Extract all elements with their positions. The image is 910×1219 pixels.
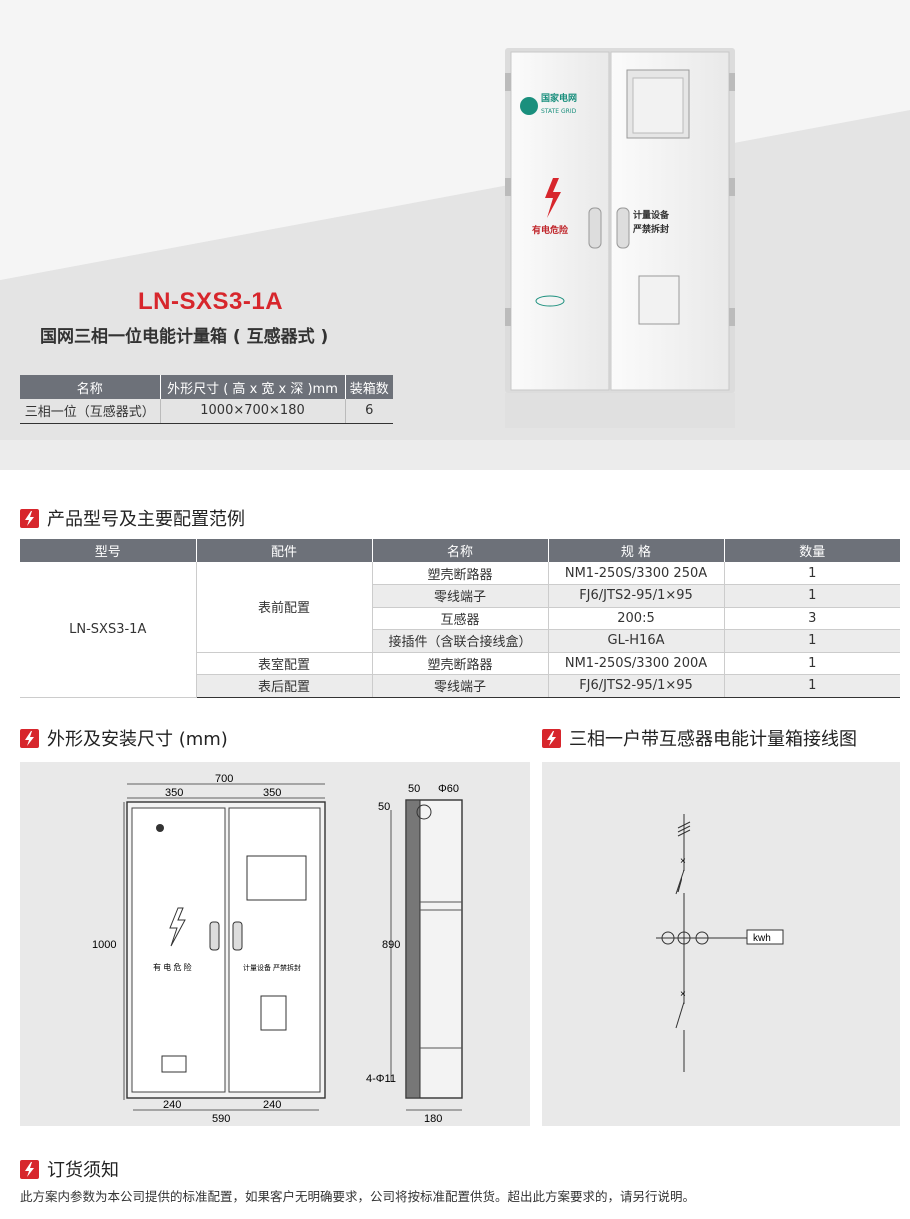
wiring-heading: 三相一户带互感器电能计量箱接线图 (542, 725, 857, 751)
dim-width-total: 700 (215, 773, 233, 785)
dim-width-left: 350 (165, 787, 183, 799)
table-row: 互感器 200:5 3 (20, 607, 900, 630)
cabinet-image: 国家电网 STATE GRID 有电危险 计量设备 严禁拆封 (505, 48, 735, 428)
dim-side-hole: Φ60 (438, 783, 459, 795)
table-row: 接插件（含联合接线盒） GL-H16A 1 (20, 629, 900, 653)
dim-meter-text: 计量设备 严禁拆封 (243, 963, 301, 972)
config-group-meter: 表室配置 (196, 652, 373, 675)
config-heading-text: 产品型号及主要配置范例 (47, 509, 245, 530)
product-subtitle: 国网三相一位电能计量箱 ( 互感器式 ) (40, 327, 329, 347)
config-cell-name: 零线端子 (372, 674, 549, 698)
table-row: 零线端子 FJ6/JTS2-95/1×95 1 (20, 584, 900, 608)
dim-bottom-left: 240 (163, 1099, 181, 1111)
spec-cell-size: 1000×700×180 (160, 399, 346, 424)
dim-side-depth: 180 (424, 1113, 442, 1125)
kwh-label: kwh (753, 933, 771, 944)
config-cell-qty: 1 (724, 629, 900, 653)
wiring-diagram-panel: × kwh × (542, 762, 900, 1126)
bolt-icon (542, 728, 561, 748)
config-cell-spec: NM1-250S/3300 200A (548, 652, 725, 675)
table-row: LN-SXS3-1A 表前配置 塑壳断路器 NM1-250S/3300 250A… (20, 562, 900, 698)
logo-cn: 国家电网 (541, 92, 577, 104)
product-model: LN-SXS3-1A (138, 288, 284, 315)
spec-header-qty: 装箱数 (345, 375, 393, 399)
config-cell-name: 互感器 (372, 607, 549, 630)
config-cell-spec: FJ6/JTS2-95/1×95 (548, 674, 725, 698)
spec-header-size: 外形尺寸 ( 高 x 宽 x 深 )mm (160, 375, 346, 399)
svg-text:×: × (680, 856, 686, 867)
dim-side-left: 50 (378, 801, 390, 813)
config-header-qty: 数量 (724, 539, 900, 562)
spec-header-name: 名称 (20, 375, 161, 399)
config-cell-name: 接插件（含联合接线盒） (372, 629, 549, 653)
config-cell-name: 塑壳断路器 (372, 562, 549, 585)
config-cell-qty: 1 (724, 674, 900, 698)
config-cell-name: 零线端子 (372, 584, 549, 608)
cabinet-danger-text: 有电危险 (532, 224, 569, 236)
dims-heading: 外形及安装尺寸 (mm) (20, 725, 228, 751)
dimension-drawing: 700 350 350 1000 有 电 危 险 计量设备 严禁拆封 240 2… (92, 773, 463, 1125)
config-group-front: 表前配置 (196, 562, 373, 653)
table-row: 表室配置 塑壳断路器 NM1-250S/3300 200A 1 (20, 652, 900, 675)
table-row: 表后配置 零线端子 FJ6/JTS2-95/1×95 1 (20, 674, 900, 698)
order-note: 此方案内参数为本公司提供的标准配置，如果客户无明确要求，公司将按标准配置供货。超… (20, 1189, 696, 1204)
state-grid-logo-icon (520, 97, 538, 115)
config-cell-spec: GL-H16A (548, 629, 725, 653)
config-cell-name: 塑壳断路器 (372, 652, 549, 675)
bolt-icon (20, 728, 39, 748)
dim-side-top: 50 (408, 783, 420, 795)
config-group-rear: 表后配置 (196, 674, 373, 698)
wiring-diagram: × kwh × (656, 814, 784, 1072)
config-header-name: 名称 (372, 539, 549, 562)
svg-text:×: × (680, 989, 686, 1000)
dim-side-height: 890 (382, 939, 400, 951)
dim-bottom-right: 240 (263, 1099, 281, 1111)
hero-banner: LN-SXS3-1A 国网三相一位电能计量箱 ( 互感器式 ) 名称 外形尺寸 … (0, 0, 910, 470)
spec-cell-name: 三相一位（互感器式） (20, 399, 161, 424)
config-cell-spec: NM1-250S/3300 250A (548, 562, 725, 585)
config-cell-spec: FJ6/JTS2-95/1×95 (548, 584, 725, 608)
spec-table: 名称 外形尺寸 ( 高 x 宽 x 深 )mm 装箱数 三相一位（互感器式） 1… (20, 375, 393, 424)
cabinet-meter-text-1: 计量设备 (633, 209, 670, 221)
config-table: 型号 配件 名称 规 格 数量 LN-SXS3-1A 表前配置 塑壳断路器 NM… (20, 539, 900, 698)
bolt-icon (20, 508, 39, 528)
config-cell-qty: 1 (724, 584, 900, 608)
config-cell-qty: 1 (724, 652, 900, 675)
cabinet-meter-text-2: 严禁拆封 (632, 223, 669, 235)
dim-width-right: 350 (263, 787, 281, 799)
dims-heading-text: 外形及安装尺寸 (mm) (47, 729, 228, 750)
logo-en: STATE GRID (541, 108, 577, 115)
config-cell-qty: 1 (724, 562, 900, 585)
config-header-part: 配件 (196, 539, 373, 562)
dim-side-bottom: 4-Φ11 (366, 1073, 396, 1085)
config-cell-spec: 200:5 (548, 607, 725, 630)
order-heading-text: 订货须知 (47, 1160, 119, 1181)
spec-cell-qty: 6 (345, 399, 393, 424)
dim-bottom-total: 590 (212, 1113, 230, 1125)
dimension-drawing-panel: 700 350 350 1000 有 电 危 险 计量设备 严禁拆封 240 2… (20, 762, 530, 1126)
config-model-cell: LN-SXS3-1A (20, 562, 197, 698)
bolt-icon (20, 1159, 39, 1179)
dim-height: 1000 (92, 939, 116, 951)
config-header-model: 型号 (20, 539, 197, 562)
config-cell-qty: 3 (724, 607, 900, 630)
dim-danger-text: 有 电 危 险 (153, 962, 192, 972)
table-row: 三相一位（互感器式） 1000×700×180 6 (20, 399, 393, 424)
wiring-heading-text: 三相一户带互感器电能计量箱接线图 (569, 729, 857, 750)
config-header-spec: 规 格 (548, 539, 725, 562)
config-heading: 产品型号及主要配置范例 (20, 505, 245, 531)
lightning-icon (545, 178, 561, 218)
order-heading: 订货须知 (20, 1156, 119, 1182)
